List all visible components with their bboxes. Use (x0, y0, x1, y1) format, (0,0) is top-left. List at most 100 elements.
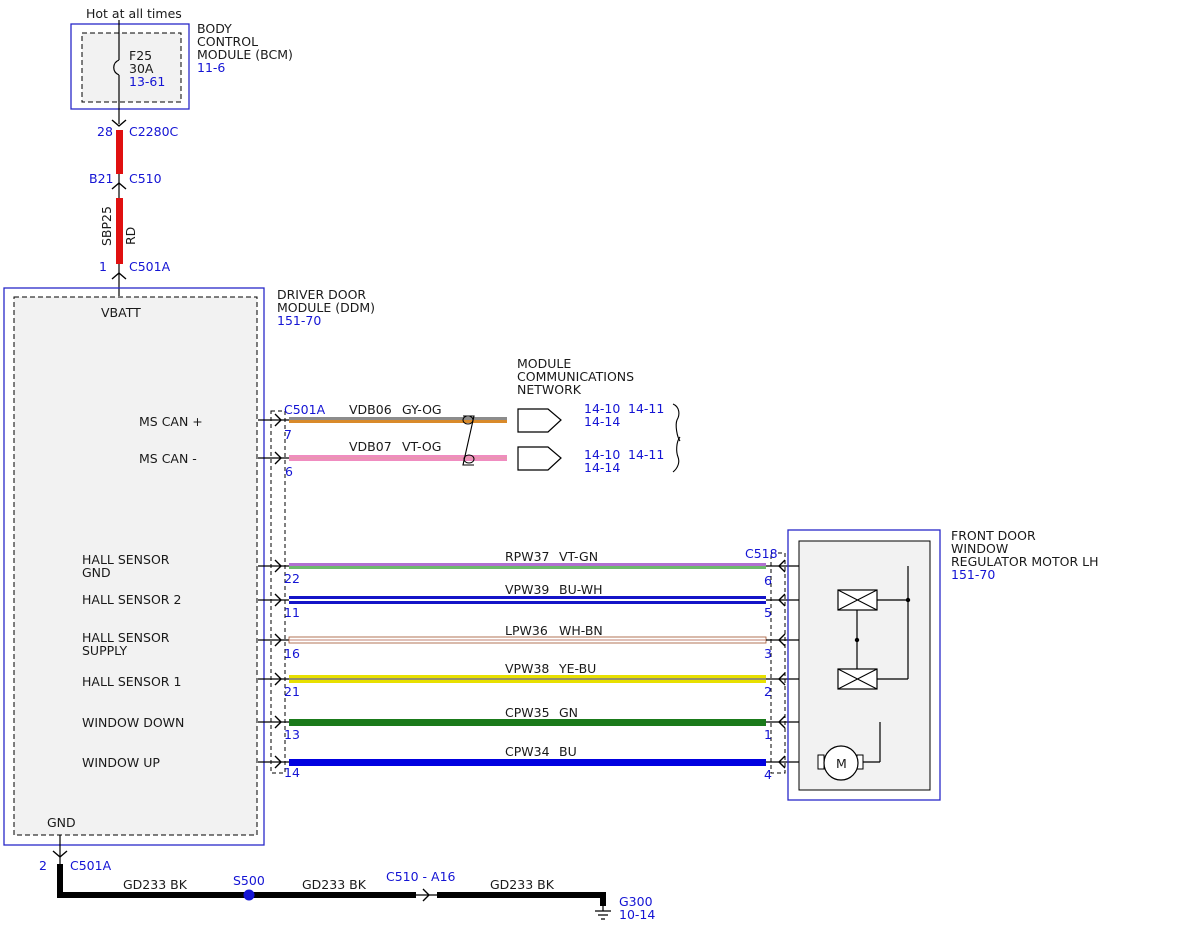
wire-arrow-left-icon (274, 715, 282, 729)
c510-arrow-icon (111, 182, 127, 190)
junction-dot-2 (854, 637, 860, 643)
wire-circuit: VPW38 (505, 661, 549, 676)
wire-cpw35: 13 1 CPW35 GN (258, 705, 880, 742)
wire-arrow-left-icon (274, 633, 282, 647)
wire-right-pin: 2 (764, 684, 772, 699)
twisted-pair-loop-bottom (463, 454, 475, 464)
wire-arrow-left-icon (274, 755, 282, 769)
ground-wire-left (57, 864, 416, 898)
hall-supply-label-2: SUPPLY (82, 643, 127, 658)
motor-brush-left (817, 754, 825, 770)
wire-arrow-right-icon (778, 593, 786, 607)
ddm-inner-box (13, 296, 258, 836)
c501a-pin: 1 (99, 259, 107, 274)
motor-inner-box (798, 540, 931, 791)
wire-arrow-right-icon (778, 559, 786, 573)
can-plus-wire-gray (289, 417, 507, 420)
can-minus-terminal-icon (517, 446, 562, 471)
battery-feed: 28 C2280C B21 C510 SBP25 RD 1 C501A (89, 119, 179, 296)
ground-connector-arrow-icon (52, 850, 68, 858)
c510-a16-label: C510 - A16 (386, 869, 456, 884)
wire-color: WH-BN (559, 623, 603, 638)
can-minus-pin: 6 (285, 464, 293, 479)
wire-right-pin: 6 (764, 573, 772, 588)
network-brace-top-icon (672, 403, 681, 442)
wire-right-pin: 1 (764, 727, 772, 742)
wire-circuit: RPW37 (505, 549, 550, 564)
hall-2-label: HALL SENSOR 2 (82, 592, 181, 607)
c2280c-arrow-icon (111, 119, 127, 127)
ddm-label-2: MODULE (DDM) (277, 300, 375, 315)
motor-icon (823, 745, 859, 781)
ground-wire-right (437, 892, 606, 906)
wire-circuit: VPW39 (505, 582, 549, 597)
network-label-1: MODULE (517, 356, 571, 371)
wire-color: GN (559, 705, 578, 720)
window-up-label: WINDOW UP (82, 755, 160, 770)
hot-at-all-times-label: Hot at all times (86, 6, 182, 21)
wire-arrow-right-icon (778, 715, 786, 729)
ground-pin: 2 (39, 858, 47, 873)
c501a-name: C501A (129, 259, 171, 274)
hall-sensor-2-cross (837, 589, 878, 611)
can-plus-terminal-icon (517, 408, 562, 433)
color-rd: RD (123, 227, 138, 245)
bcm-label-3: MODULE (BCM) (197, 47, 293, 62)
wire-left-pin: 14 (284, 765, 300, 780)
ddm-module: DRIVER DOOR MODULE (DDM) 151-70 VBATT GN… (3, 287, 375, 846)
can-plus-arrow-icon (274, 413, 282, 427)
wire-arrow-right-icon (778, 755, 786, 769)
junction-dot-1 (905, 597, 911, 603)
c2280c-pin: 28 (97, 124, 113, 139)
wire-lpw36: 16 3 LPW36 WH-BN (258, 623, 855, 661)
wire-right-pin: 3 (764, 646, 772, 661)
can-plus-pin: 7 (284, 427, 292, 442)
bcm-inner-box (81, 32, 182, 103)
wire-color: BU (559, 744, 577, 759)
c518-connector-box (770, 552, 786, 774)
can-minus-ref-a: 14-10 (584, 447, 620, 462)
motor-label-1: FRONT DOOR (951, 528, 1036, 543)
c510-a16-arrow-icon (422, 888, 430, 902)
wire-body-green (289, 566, 766, 569)
wire-left-pin: 16 (284, 646, 300, 661)
network-label-3: NETWORK (517, 382, 582, 397)
can-plus-circuit: VDB06 (349, 402, 392, 417)
can-connector-name: C501A (284, 402, 326, 417)
wire-right-pin: 4 (764, 767, 772, 782)
c518-name: C518 (745, 546, 778, 561)
ground-seg1-label: GD233 BK (123, 877, 188, 892)
wire-left-pin: 21 (284, 684, 300, 699)
chassis-ground-icon (595, 910, 611, 920)
wire-arrow-left-icon (274, 559, 282, 573)
fuse-name: F25 (129, 48, 152, 63)
can-plus-wire-orange (289, 420, 507, 423)
wire-color: VT-GN (559, 549, 598, 564)
wire-vpw38: 21 2 VPW38 YE-BU (258, 661, 838, 699)
can-minus-ref-c: 14-14 (584, 460, 620, 475)
motor-symbol: M (836, 756, 847, 771)
motor-ref: 151-70 (951, 567, 995, 582)
wire-arrow-left-icon (274, 593, 282, 607)
wire-arrow-right-icon (778, 633, 786, 647)
wire-body-green (289, 719, 766, 726)
wire-body-violet (289, 563, 766, 566)
wire-vpw39: 11 5 VPW39 BU-WH (258, 582, 838, 620)
bcm-outer-box (70, 23, 190, 110)
wire-left-pin: 11 (284, 605, 300, 620)
vbatt-label: VBATT (101, 305, 141, 320)
can-minus-arrow-icon (274, 451, 282, 465)
can-minus-color: VT-OG (402, 439, 441, 454)
can-plus-color: GY-OG (402, 402, 442, 417)
hall-gnd-label-1: HALL SENSOR (82, 552, 170, 567)
wire-color: YE-BU (558, 661, 596, 676)
fuse-ref: 13-61 (129, 74, 165, 89)
hall-1-label: HALL SENSOR 1 (82, 674, 181, 689)
can-minus-circuit: VDB07 (349, 439, 392, 454)
wire-circuit: LPW36 (505, 623, 548, 638)
wire-rpw37: 22 6 RPW37 VT-GN (258, 549, 908, 588)
c501a-arrow-icon (111, 272, 127, 280)
red-wire-segment-1 (116, 130, 123, 174)
ground-name: G300 (619, 894, 653, 909)
